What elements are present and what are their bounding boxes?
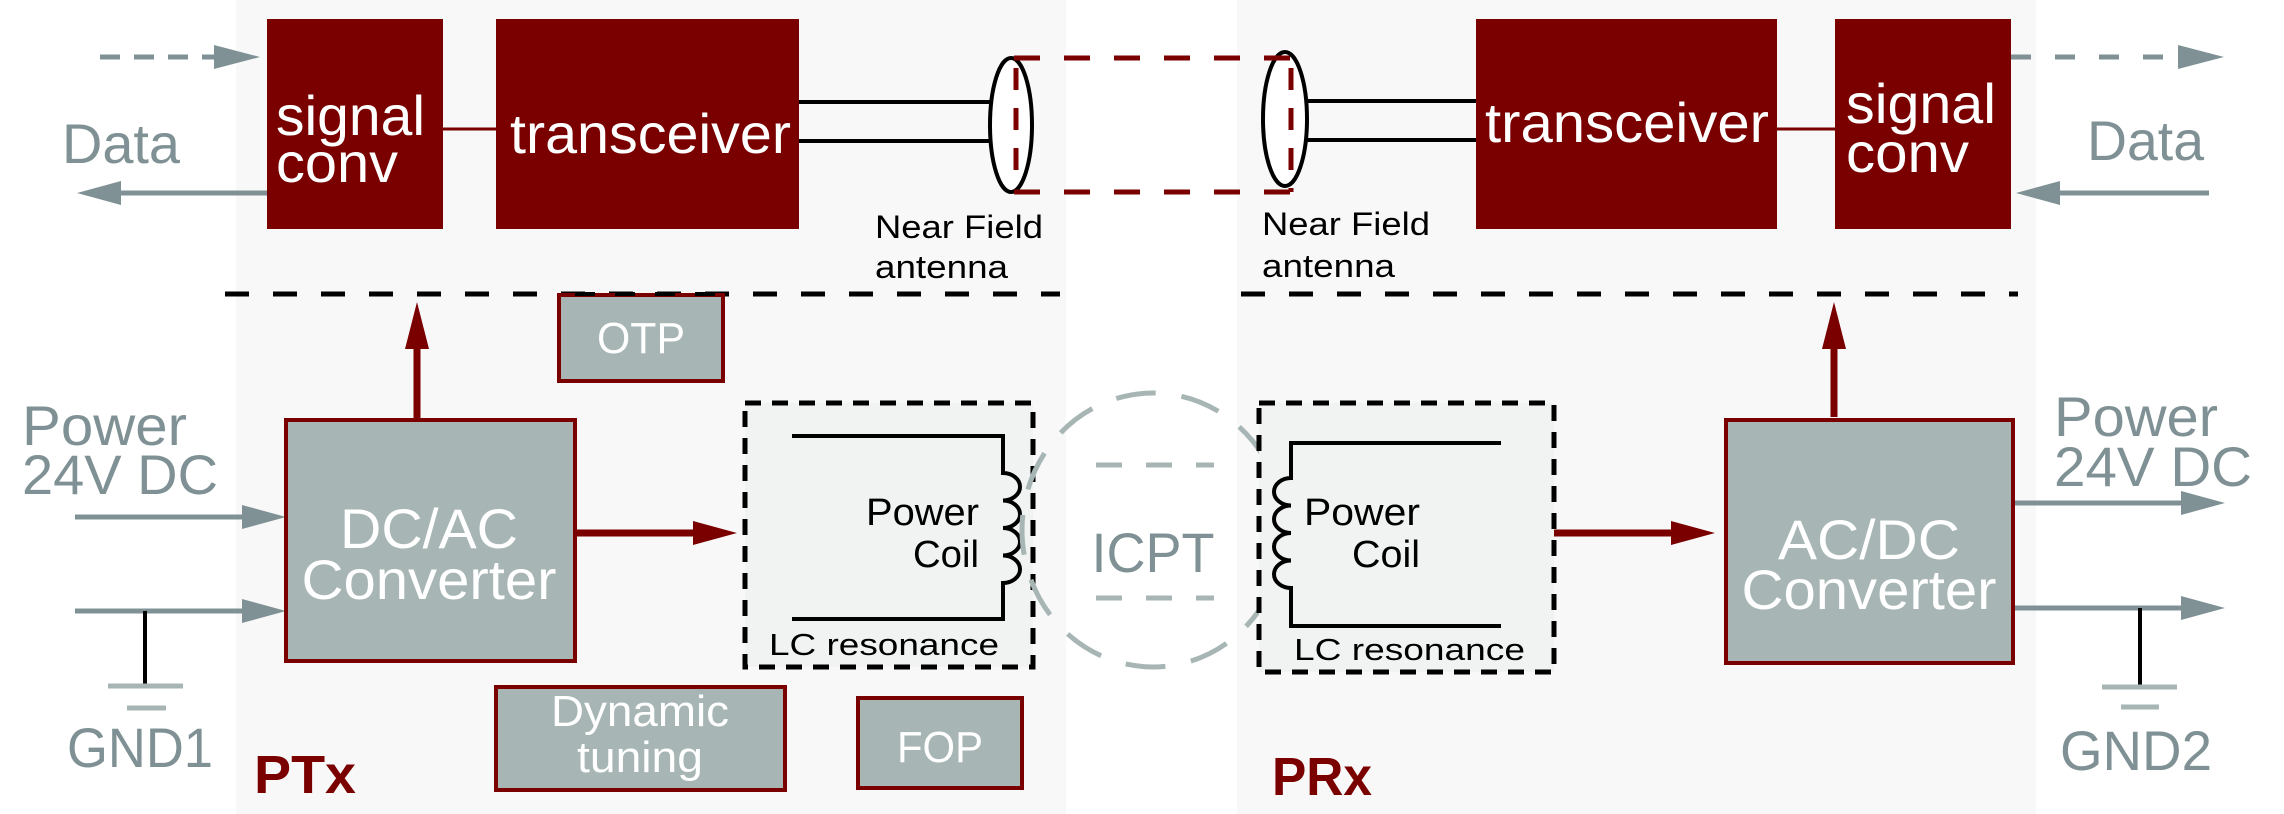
ptx-transceiver-block — [496, 19, 799, 229]
fop-block — [856, 696, 1024, 790]
prx-power-coil-label-2: Coil — [1352, 534, 1420, 576]
dcac-to-lc-arrow — [577, 521, 737, 545]
lc-to-acdc-arrow — [1554, 521, 1715, 545]
ptx-near-field-antenna-icon — [799, 56, 1034, 194]
ptx-power-coil-icon — [792, 434, 1022, 621]
power-in-label-1: Power — [22, 394, 187, 457]
power-out-arrow — [2015, 491, 2225, 515]
power-out-label-2: 24V DC — [2054, 435, 2252, 498]
data-label-right: Data — [2087, 109, 2205, 172]
data-in-arrow-left — [100, 45, 260, 69]
ptx-signal-conv-label-1: signal — [276, 84, 425, 147]
prx-label: PRx — [1272, 747, 1372, 807]
icpt-label: ICPT — [1092, 521, 1215, 584]
dynamic-tuning-label-2: tuning — [577, 733, 703, 782]
ptx-lc-resonance-label: LC resonance — [769, 627, 999, 662]
prx-transceiver-label: transceiver — [1485, 91, 1769, 154]
otp-label: OTP — [597, 314, 685, 363]
dynamic-tuning-label-1: Dynamic — [551, 687, 729, 736]
power-out-label-1: Power — [2054, 385, 2218, 448]
ptx-label: PTx — [254, 745, 356, 805]
power-in-label-2: 24V DC — [22, 443, 218, 506]
prx-signal-conv-block — [1835, 19, 2011, 229]
gnd2-ground-icon — [2102, 608, 2177, 710]
prx-power-coil-label-1: Power — [1304, 492, 1420, 534]
prx-transceiver-block — [1476, 19, 1777, 229]
prx-antenna-label-2: antenna — [1262, 248, 1395, 284]
ptx-power-coil-label-2: Coil — [913, 534, 979, 576]
ptx-antenna-label-2: antenna — [875, 249, 1008, 285]
prx-lc-resonance-label: LC resonance — [1294, 632, 1525, 667]
ptx-power-coil-label-1: Power — [866, 492, 979, 534]
gnd1-in-arrow — [75, 599, 286, 623]
near-field-coupling-region — [1013, 55, 1294, 195]
data-in-arrow-right — [2016, 181, 2209, 205]
dcac-converter-label-1: DC/AC — [340, 497, 518, 560]
prx-power-coil-icon — [1272, 441, 1501, 628]
data-label-left: Data — [62, 112, 181, 175]
ptx-lc-resonance-box — [742, 400, 1036, 670]
prx-near-field-antenna-icon — [1261, 50, 1476, 188]
data-out-arrow-left — [77, 181, 268, 205]
otp-block — [557, 293, 725, 383]
power-in-arrow — [75, 505, 286, 529]
gnd1-label: GND1 — [67, 716, 213, 779]
prx-antenna-label-1: Near Field — [1262, 206, 1430, 242]
fop-label: FOP — [897, 723, 983, 772]
ptx-signal-conv-label-2: conv — [276, 131, 398, 194]
gnd1-ground-icon — [108, 611, 183, 711]
ptx-antenna-label-1: Near Field — [875, 209, 1043, 245]
acdc-to-transceiver-arrow — [1822, 302, 1846, 417]
dcac-to-transceiver-arrow — [405, 302, 429, 420]
gnd2-out-arrow — [2015, 596, 2225, 620]
prx-signal-conv-label-1: signal — [1846, 72, 1996, 135]
acdc-converter-label-1: AC/DC — [1778, 508, 1960, 571]
data-out-arrow-right — [2011, 45, 2224, 69]
dcac-converter-block — [284, 418, 577, 663]
gnd2-label: GND2 — [2060, 719, 2212, 782]
acdc-converter-label-2: Converter — [1742, 558, 1997, 621]
ptx-transceiver-label: transceiver — [510, 102, 791, 165]
ptx-signal-conv-block — [267, 19, 443, 229]
dcac-converter-label-2: Converter — [302, 548, 557, 611]
dynamic-tuning-block — [494, 685, 787, 792]
acdc-converter-block — [1724, 418, 2015, 665]
prx-signal-conv-label-2: conv — [1846, 121, 1969, 184]
